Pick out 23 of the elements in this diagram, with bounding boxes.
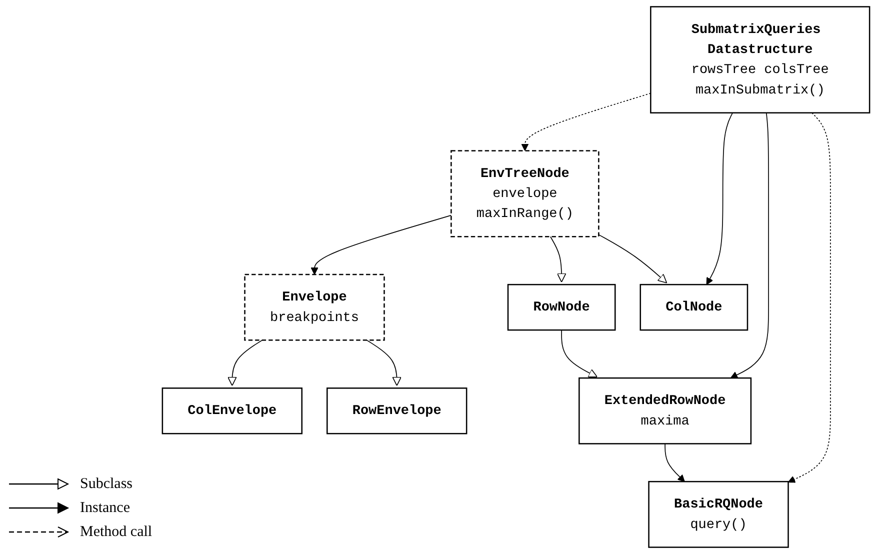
node-box: RowEnvelope [326, 388, 468, 434]
arrow [598, 234, 668, 284]
arrow [550, 236, 566, 282]
node-box: ExtendedRowNode maxima [578, 377, 752, 444]
legend-label: Instance [80, 500, 130, 516]
arrow [664, 443, 685, 482]
arrow [706, 112, 734, 285]
legend-label: Subclass [80, 476, 132, 492]
arrow [366, 340, 402, 386]
node-box: Envelope breakpoints [244, 274, 385, 341]
arrow [521, 92, 652, 152]
node-box: RowNode [507, 284, 616, 331]
node-box: SubmatrixQueries Datastructure rowsTree colsTree maxInSubmatrix() [650, 6, 870, 114]
node-box: ColEnvelope [162, 388, 302, 434]
arrow [228, 340, 263, 386]
arrow [561, 330, 598, 378]
legend-label: Method call [80, 524, 152, 540]
node-box: ColNode [640, 284, 748, 331]
arrow [730, 112, 769, 378]
node-box: EnvTreeNode envelope maxInRange() [450, 150, 600, 238]
arrow [788, 112, 831, 483]
node-box: BasicRQNode query() [648, 480, 789, 548]
arrow [310, 214, 452, 275]
